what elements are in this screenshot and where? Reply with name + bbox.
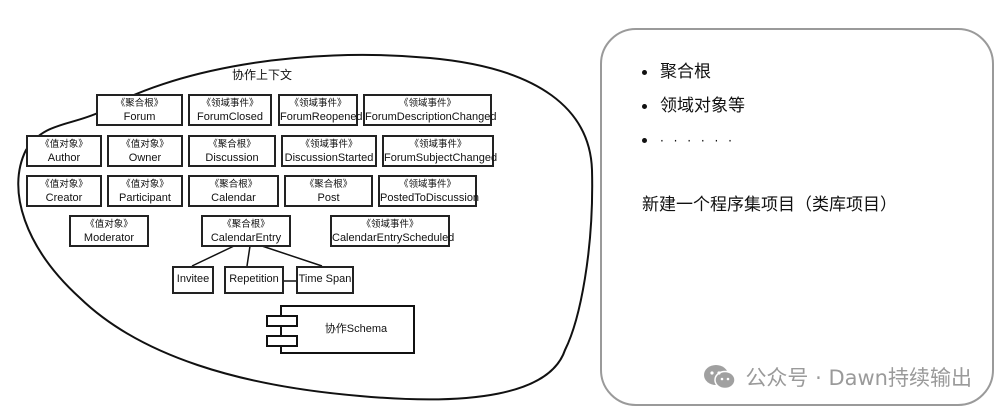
node-invitee: Invitee	[172, 266, 214, 294]
watermark-text: 公众号 · Dawn持续输出	[745, 366, 972, 390]
component-port-bottom	[266, 335, 298, 347]
node-repetition: Repetition	[224, 266, 284, 294]
node-forum-subject-changed: 《领域事件》ForumSubjectChanged	[382, 135, 497, 167]
connector-timespan	[261, 245, 323, 267]
context-title: 协作上下文	[232, 68, 293, 82]
notes-bullet-list: 聚合根 领域对象等 · · · · · ·	[642, 60, 745, 162]
node-post: 《聚合根》Post	[284, 175, 373, 207]
node-calendar-entry-scheduled: 《领域事件》CalendarEntryScheduled	[330, 215, 454, 247]
wechat-icon	[704, 365, 737, 390]
bullet-dot-icon	[642, 70, 647, 75]
panel-description: 新建一个程序集项目（类库项目）	[642, 195, 897, 215]
bullet-dot-icon	[642, 138, 647, 143]
component-body	[280, 305, 415, 354]
node-calendar-entry: 《聚合根》CalendarEntry	[201, 215, 291, 247]
node-calendar: 《聚合根》Calendar	[188, 175, 279, 207]
component-port-top	[266, 315, 298, 327]
node-owner: 《值对象》Owner	[107, 135, 183, 167]
bullet-dot-icon	[642, 104, 647, 109]
node-discussion: 《聚合根》Discussion	[188, 135, 276, 167]
connector-invitee	[191, 245, 235, 267]
node-forum-description-changed: 《领域事件》ForumDescriptionChanged	[363, 94, 496, 126]
connector-repetition	[246, 245, 251, 267]
node-author: 《值对象》Author	[26, 135, 102, 167]
notes-panel: 聚合根 领域对象等 · · · · · · 新建一个程序集项目（类库项目）	[600, 28, 994, 406]
bullet-item: 聚合根	[642, 60, 745, 94]
bullet-item: · · · · · ·	[642, 128, 745, 162]
node-forum-closed: 《领域事件》ForumClosed	[188, 94, 272, 126]
node-time-span: Time Span	[296, 266, 354, 294]
node-participant: 《值对象》Participant	[107, 175, 183, 207]
watermark: 公众号 · Dawn持续输出	[703, 362, 972, 392]
node-forum: 《聚合根》Forum	[96, 94, 183, 126]
node-forum-reopened: 《领域事件》ForumReopened	[278, 94, 363, 126]
component-label: 协作Schema	[325, 321, 388, 335]
context-boundary	[17, 53, 594, 401]
node-moderator: 《值对象》Moderator	[69, 215, 149, 247]
bullet-item: 领域对象等	[642, 94, 745, 128]
node-discussion-started: 《领域事件》DiscussionStarted	[281, 135, 377, 167]
node-creator: 《值对象》Creator	[26, 175, 102, 207]
node-posted-to-discussion: 《领域事件》PostedToDiscussion	[378, 175, 479, 207]
